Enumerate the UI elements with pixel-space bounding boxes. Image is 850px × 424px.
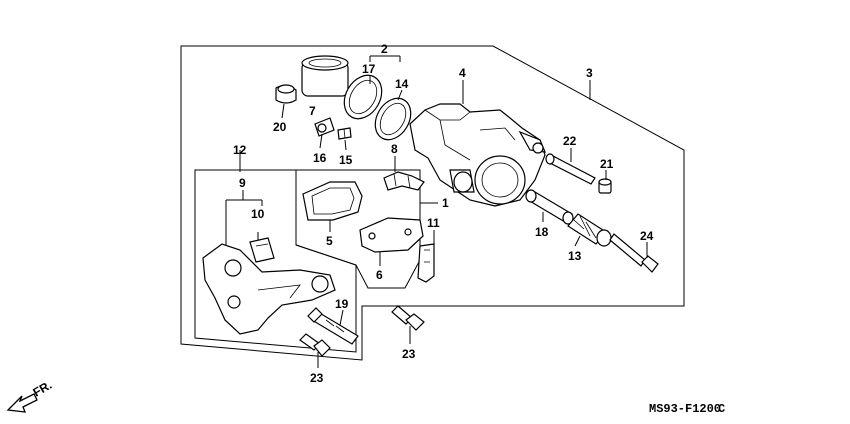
bolt-23-left — [299, 333, 331, 357]
bleeder-cap — [275, 84, 297, 104]
bleeder-valve — [314, 117, 335, 137]
label-20: 20 — [273, 120, 287, 134]
label-18: 18 — [535, 225, 549, 239]
brake-pad-5 — [302, 181, 363, 221]
clip-10 — [249, 237, 275, 263]
dust-seal — [374, 97, 412, 141]
caliper-body — [409, 103, 546, 207]
piston-seal — [343, 74, 383, 120]
part-number-labels: 1 2 3 4 5 6 7 8 9 10 11 12 13 14 15 16 1… — [233, 42, 654, 385]
cap-21 — [598, 178, 612, 194]
label-7: 7 — [309, 104, 316, 118]
label-9: 9 — [239, 176, 246, 190]
sleeve-18 — [525, 189, 574, 225]
diagram-code: MS93-F1200 — [649, 402, 721, 416]
leader-lines — [225, 55, 648, 368]
pad-spring — [383, 171, 425, 191]
label-1: 1 — [442, 196, 449, 210]
screw-15 — [337, 127, 352, 140]
label-23-left: 23 — [310, 371, 324, 385]
label-13: 13 — [568, 249, 582, 263]
label-21: 21 — [600, 157, 614, 171]
label-3: 3 — [586, 66, 593, 80]
brake-pad-6 — [359, 217, 424, 253]
label-16: 16 — [313, 151, 327, 165]
label-6: 6 — [376, 268, 383, 282]
piston — [301, 55, 349, 97]
label-5: 5 — [326, 234, 333, 248]
label-19: 19 — [335, 297, 349, 311]
boot-13 — [567, 213, 612, 247]
bolt-19 — [307, 307, 359, 345]
label-15: 15 — [339, 153, 353, 167]
label-11: 11 — [427, 216, 440, 230]
label-2: 2 — [381, 42, 388, 56]
pad-retainer — [417, 243, 435, 283]
caliper-assembly-outline — [180, 45, 685, 361]
label-12: 12 — [233, 143, 247, 157]
caliper-bracket — [202, 243, 336, 335]
bolt-24 — [609, 233, 659, 273]
label-17: 17 — [362, 62, 376, 76]
label-4: 4 — [459, 66, 466, 80]
label-22: 22 — [563, 134, 577, 148]
label-14: 14 — [395, 77, 409, 91]
bolt-23-right — [391, 305, 425, 331]
slide-pin-22 — [545, 153, 596, 185]
front-arrow-icon — [6, 393, 38, 413]
label-8: 8 — [391, 142, 398, 156]
front-direction-indicator: FR. — [6, 378, 54, 413]
diagram-code-suffix: C — [718, 402, 725, 416]
label-23-right: 23 — [402, 347, 416, 361]
label-10: 10 — [251, 207, 265, 221]
label-24: 24 — [640, 229, 654, 243]
